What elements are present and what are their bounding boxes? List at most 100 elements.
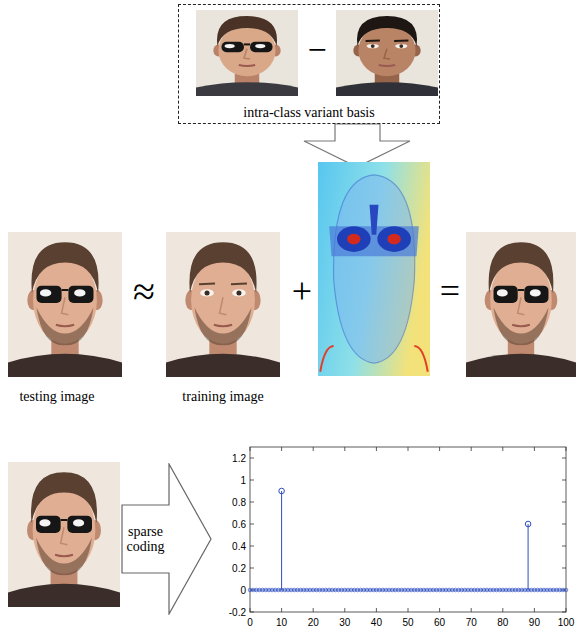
stem-chart bbox=[562, 612, 566, 613]
face-photo bbox=[39, 519, 50, 526]
stem-chart bbox=[562, 546, 566, 547]
y-tick-label: 0.8 bbox=[232, 497, 246, 508]
face-photo bbox=[367, 44, 379, 48]
stem-chart bbox=[562, 458, 566, 459]
face-photo bbox=[466, 232, 576, 377]
x-tick-label: 10 bbox=[276, 617, 287, 628]
variant-heatmap bbox=[320, 346, 333, 372]
variant-heatmap bbox=[318, 162, 430, 376]
face-photo bbox=[67, 516, 92, 533]
face-photo bbox=[357, 16, 417, 46]
stem-chart bbox=[281, 447, 282, 451]
stem-chart bbox=[376, 608, 377, 612]
face-photo bbox=[195, 307, 252, 345]
y-tick-label: 0.2 bbox=[232, 563, 246, 574]
stem-chart bbox=[250, 524, 254, 525]
face-photo bbox=[166, 354, 280, 377]
stem-chart bbox=[562, 480, 566, 481]
stem-chart bbox=[313, 447, 314, 451]
face-photo bbox=[8, 462, 120, 607]
stem-chart bbox=[344, 608, 345, 612]
y-tick-label: -0.2 bbox=[229, 607, 246, 618]
variant-heatmap bbox=[377, 226, 411, 252]
face-photo bbox=[336, 10, 438, 96]
face-photo bbox=[336, 10, 438, 96]
stem-chart bbox=[250, 480, 254, 481]
variant-heatmap bbox=[370, 205, 379, 235]
variant-heatmap bbox=[334, 175, 415, 363]
minus-sign: − bbox=[307, 31, 326, 68]
stem-chart bbox=[439, 447, 440, 451]
stem-chart bbox=[502, 447, 503, 451]
x-tick-label: 90 bbox=[529, 617, 540, 628]
stem-chart bbox=[313, 608, 314, 612]
stem-chart bbox=[250, 447, 566, 612]
stem-chart bbox=[408, 447, 409, 451]
face-photo bbox=[371, 44, 375, 48]
equals-sign: = bbox=[440, 272, 460, 312]
face-photo bbox=[40, 289, 51, 296]
face-photo bbox=[524, 286, 548, 303]
x-tick-label: 0 bbox=[247, 617, 253, 628]
face-photo bbox=[196, 82, 298, 96]
face-photo bbox=[61, 519, 68, 521]
stem-chart bbox=[502, 608, 503, 612]
variant-heatmap bbox=[347, 234, 360, 245]
face-photo bbox=[244, 43, 250, 45]
x-tick-label: 100 bbox=[558, 617, 575, 628]
y-tick-label: 0.6 bbox=[232, 519, 246, 530]
arrow-label: sparse coding bbox=[123, 524, 168, 555]
variant-heatmap bbox=[414, 346, 427, 372]
face-photo bbox=[61, 527, 68, 544]
face-photo bbox=[36, 537, 92, 575]
face-photo bbox=[366, 40, 380, 42]
sparse-coefficients bbox=[528, 524, 529, 590]
face-photo bbox=[336, 82, 438, 96]
process-arrow: sparse coding bbox=[121, 463, 213, 615]
face-photo bbox=[232, 289, 246, 296]
stem-chart bbox=[281, 608, 282, 612]
face-photo bbox=[8, 232, 122, 377]
face-photo bbox=[250, 42, 272, 52]
face-photo bbox=[394, 40, 408, 42]
face-photo bbox=[189, 242, 256, 293]
stem-chart bbox=[250, 546, 254, 547]
sparse-coefficients bbox=[250, 590, 566, 591]
image-caption: training image bbox=[182, 389, 263, 404]
face-photo bbox=[225, 44, 235, 48]
face-photo bbox=[231, 282, 247, 285]
face-photo bbox=[166, 232, 280, 377]
face-photo bbox=[222, 42, 244, 52]
stem-chart bbox=[534, 447, 535, 451]
arrow-outline bbox=[122, 464, 211, 614]
group-caption: intra-class variant basis bbox=[243, 105, 374, 120]
stem-chart bbox=[250, 502, 254, 503]
face-photo bbox=[466, 354, 576, 377]
x-tick-label: 40 bbox=[371, 617, 382, 628]
sparse-coefficients bbox=[564, 588, 568, 592]
face-photo bbox=[37, 307, 94, 345]
face-photo bbox=[31, 472, 97, 523]
face-photo bbox=[494, 307, 549, 345]
variant-heatmap bbox=[387, 234, 400, 245]
stem-chart bbox=[471, 447, 472, 451]
face-photo bbox=[217, 16, 277, 46]
face-photo bbox=[236, 290, 241, 295]
face-photo bbox=[214, 325, 232, 326]
sparse-coefficients bbox=[281, 491, 282, 590]
face-photo bbox=[55, 555, 73, 556]
face-photo bbox=[530, 289, 541, 296]
face-photo bbox=[196, 10, 298, 96]
stem-chart bbox=[562, 502, 566, 503]
face-photo bbox=[8, 584, 120, 607]
face-photo bbox=[255, 44, 265, 48]
y-tick-label: 0 bbox=[240, 585, 246, 596]
stem-chart bbox=[250, 447, 566, 612]
x-tick-label: 30 bbox=[339, 617, 350, 628]
face-photo bbox=[31, 242, 98, 293]
stem-chart bbox=[344, 447, 345, 451]
face-photo bbox=[8, 354, 122, 377]
y-tick-label: 1 bbox=[240, 475, 246, 486]
